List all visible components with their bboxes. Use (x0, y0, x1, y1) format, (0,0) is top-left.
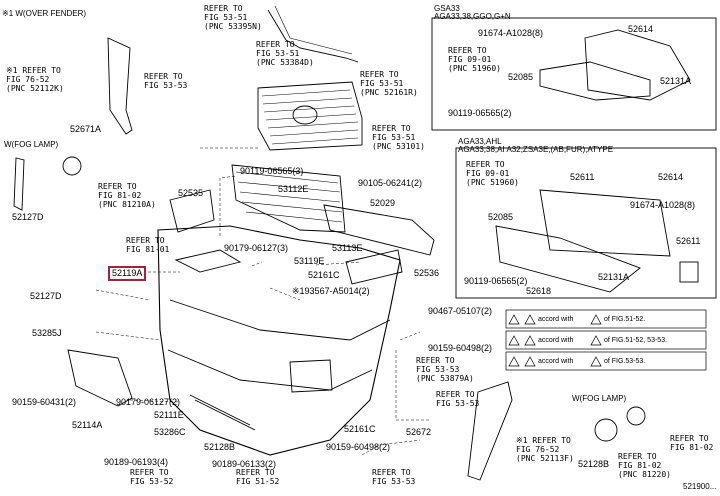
part-52131A-b[interactable]: 52131A (598, 272, 630, 282)
part-52131A-a[interactable]: 52131A (660, 76, 692, 86)
part-52085-b[interactable]: 52085 (488, 212, 514, 222)
part-90119-06565-b[interactable]: 90119-06565(2) (464, 276, 528, 286)
note-2-b: of FIG.51-52, 53-53. (604, 337, 668, 344)
ref-fig-53-53-a[interactable]: REFER TO FIG 53-53 (144, 72, 188, 90)
part-53119E[interactable]: 53119E (294, 256, 325, 266)
section-fog-lamp-right: W(FOG LAMP) (572, 394, 627, 403)
part-52611-b[interactable]: 52611 (676, 236, 701, 246)
note-1-a: accord with (538, 316, 574, 323)
part-193567-A5014[interactable]: ※193567-A5014(2) (292, 286, 370, 296)
section-fog-lamp-left: W(FOG LAMP) (4, 140, 59, 149)
ref-fig-51-52[interactable]: REFER TO FIG 51-52 (236, 468, 280, 486)
part-52535[interactable]: 52535 (178, 188, 204, 198)
part-90159-60431[interactable]: 90159-60431(2) (12, 397, 77, 407)
grille-outline (257, 81, 363, 151)
part-90119-06565-a[interactable]: 90119-06565(2) (448, 108, 512, 118)
box2-title-1: AGA33,AHL (458, 137, 502, 146)
section-over-fender: ※1 W(OVER FENDER) (2, 9, 87, 18)
part-53113E[interactable]: 53113E (332, 243, 363, 253)
part-90179-06127-3[interactable]: 90179-06127(3) (224, 243, 289, 253)
box1-title-2: AGA33,38,GGO,G+N (434, 12, 511, 21)
ref-fig-53-51-a[interactable]: REFER TO FIG 53-51 (PNC 53395N) (204, 4, 262, 31)
part-52611[interactable]: 52611 (570, 172, 595, 182)
part-53112E[interactable]: 53112E (278, 184, 309, 194)
part-52161C-b[interactable]: 52161C (344, 424, 376, 434)
ref-fig-53-51-c[interactable]: REFER TO FIG 53-51 (PNC 52161R) (360, 70, 418, 97)
part-52618[interactable]: 52618 (526, 286, 552, 296)
part-90159-60498-a[interactable]: 90159-60498(2) (428, 343, 493, 353)
ref-fig-81-01[interactable]: REFER TO FIG 81-01 (126, 236, 170, 254)
note-1-b: of FIG.51-52. (604, 316, 646, 323)
ref-fig-09-01-b[interactable]: REFER TO FIG 09-01 (PNC 51960) (466, 160, 519, 187)
ref-fig-53-53-b[interactable]: REFER TO FIG 53-53 (PNC 53879A) (416, 356, 474, 383)
part-90105-06241[interactable]: 90105-06241(2) (358, 178, 423, 188)
part-52127D[interactable]: 52127D (30, 291, 62, 301)
part-52536[interactable]: 52536 (414, 268, 440, 278)
part-52128B-right[interactable]: 52128B (578, 459, 610, 469)
part-52029[interactable]: 52029 (370, 198, 396, 208)
ref-fig-81-02-a[interactable]: REFER TO FIG 81-02 (PNC 81210A) (98, 182, 156, 209)
part-90189-06193[interactable]: 90189-06193(4) (104, 457, 169, 467)
bumper-cover (157, 225, 401, 456)
part-91674-A1028-a[interactable]: 91674-A1028(8) (478, 28, 544, 38)
part-91674-A1028-b[interactable]: 91674-A1028(8) (630, 200, 696, 210)
ref-fig-53-51-d[interactable]: REFER TO FIG 53-51 (PNC 53101) (372, 124, 425, 151)
ref-fig-53-51-b[interactable]: REFER TO FIG 53-51 (PNC 53384D) (256, 40, 314, 67)
part-52614-a[interactable]: 52614 (628, 24, 654, 34)
part-52114A[interactable]: 52114A (72, 420, 103, 430)
part-52119A-highlight[interactable]: 52119A (108, 266, 147, 281)
note-3-a: accord with (538, 358, 574, 365)
box2-title-2: AGA33,38,AI A32,ZSA3E,(AB,FUR),ATYPE (458, 145, 614, 154)
part-52085-a[interactable]: 52085 (508, 72, 534, 82)
part-90189-06133[interactable]: 90189-06133(2) (212, 459, 277, 469)
ref-fig-09-01-a[interactable]: REFER TO FIG 09-01 (PNC 51960) (448, 46, 501, 73)
part-52111E[interactable]: 52111E (154, 410, 184, 420)
box1-title-1: GSA33 (434, 4, 460, 13)
part-90467-05107[interactable]: 90467-05107(2) (428, 306, 493, 316)
part-53286C[interactable]: 53286C (154, 427, 186, 437)
part-52671A[interactable]: 52671A (70, 124, 102, 134)
ref-fig-53-52[interactable]: REFER TO FIG 53-52 (130, 468, 174, 486)
note-2-a: accord with (538, 337, 574, 344)
part-52614-b[interactable]: 52614 (658, 172, 684, 182)
part-52128B[interactable]: 52128B (204, 442, 236, 452)
part-90119-06565-3[interactable]: 90119-06565(3) (240, 166, 304, 176)
box-gsa33 (431, 17, 717, 131)
ref-fig-76-52-a[interactable]: ※1 REFER TO FIG 76-52 (PNC 52112K) (6, 66, 64, 93)
ref-fig-53-53-c[interactable]: REFER TO FIG 53-53 (436, 390, 480, 408)
part-52672[interactable]: 52672 (406, 427, 432, 437)
ref-fig-81-02-c[interactable]: REFER TO FIG 81-02 (670, 434, 714, 452)
ref-fig-53-53-d[interactable]: REFER TO FIG 53-53 (372, 468, 416, 486)
part-53285J[interactable]: 53285J (32, 328, 62, 338)
part-90159-60498-b[interactable]: 90159-60498(2) (326, 442, 391, 452)
part-52161C[interactable]: 52161C (308, 270, 340, 280)
note-3-b: of FIG.53-53. (604, 358, 646, 365)
ref-fig-76-52-b[interactable]: ※1 REFER TO FIG 76-52 (PNC 52113F) (516, 436, 574, 463)
diagram-code: 521900... (683, 482, 717, 491)
ref-fig-81-02-b[interactable]: REFER TO FIG 81-02 (PNC 81220) (618, 452, 671, 479)
part-52127D-top[interactable]: 52127D (12, 212, 44, 222)
box-aga33 (455, 147, 717, 299)
part-90179-06127-2[interactable]: 90179-06127(2) (116, 397, 181, 407)
